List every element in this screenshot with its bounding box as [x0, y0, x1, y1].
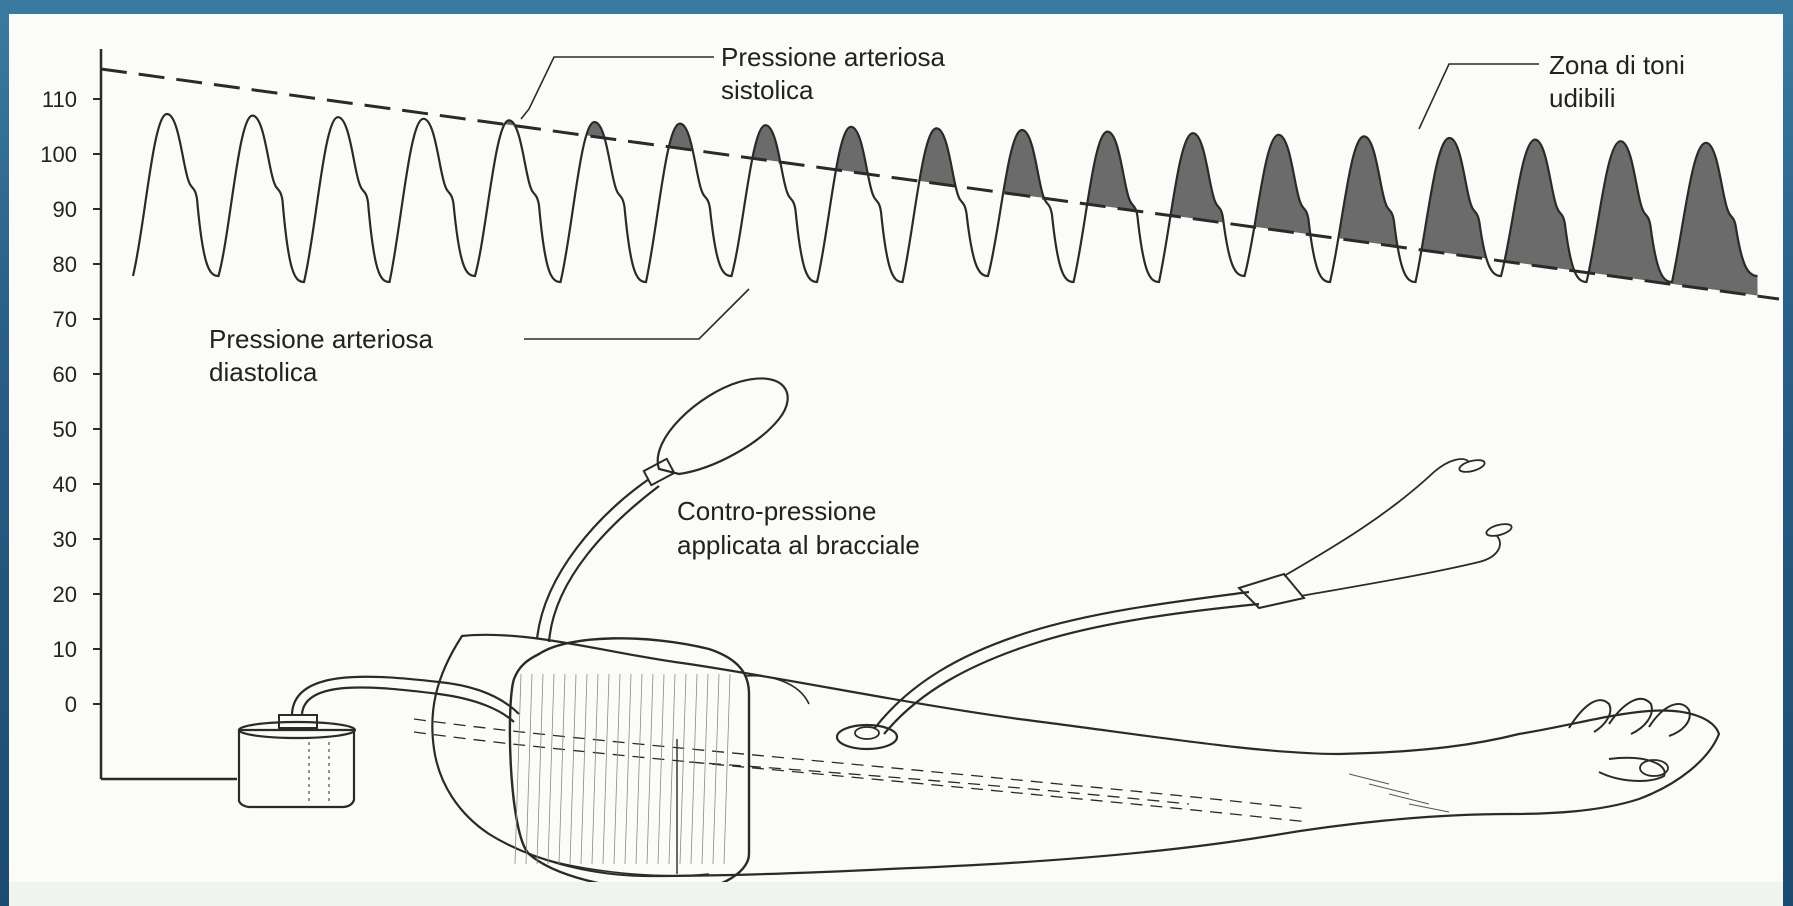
cuff-hatch-line — [658, 674, 664, 864]
cuff-hatch-line — [625, 674, 631, 864]
cuff-pressure-label: Contro-pressione — [677, 496, 876, 526]
cuff-hatch-line — [691, 674, 697, 864]
tick-label: 90 — [53, 197, 77, 222]
cuff-hatch-line — [702, 674, 708, 864]
systolic-label-line2: sistolica — [721, 75, 814, 105]
audible-zone-label: Zona di toni — [1549, 50, 1685, 80]
cuff-hatch-line — [570, 674, 576, 864]
page-edge — [9, 882, 1783, 906]
annotation-leaders — [521, 57, 1539, 339]
cuff-hatch-line — [614, 674, 620, 864]
tick-label: 80 — [53, 252, 77, 277]
tick-label: 50 — [53, 417, 77, 442]
tick-label: 20 — [53, 582, 77, 607]
tick-label: 70 — [53, 307, 77, 332]
arm-illustration — [414, 635, 1719, 876]
tick-label: 10 — [53, 637, 77, 662]
cuff-hatch-line — [559, 674, 565, 864]
pressure-scale-axis — [93, 49, 237, 779]
cuff-hatch-line — [592, 674, 598, 864]
cuff-hatch-line — [680, 674, 686, 864]
tick-label: 100 — [40, 142, 77, 167]
systolic-label: Pressione arteriosa — [721, 42, 946, 72]
cuff-hatch-line — [537, 674, 543, 864]
cuff-icon — [510, 638, 809, 892]
cuff-hatch-line — [636, 674, 642, 864]
cuff-hatch-line — [526, 674, 532, 864]
cuff-hatch-line — [581, 674, 587, 864]
manometer-icon — [239, 715, 355, 807]
cuff-hatch-line — [647, 674, 653, 864]
cuff-hatch-line — [713, 674, 719, 864]
cuff-pressure-label-line2: applicata al bracciale — [677, 530, 920, 560]
diastolic-label-line2: diastolica — [209, 357, 318, 387]
tick-label: 110 — [42, 87, 77, 112]
tick-label: 30 — [53, 527, 77, 552]
audible-zone-label-line2: udibili — [1549, 83, 1616, 113]
cuff-hatch-line — [669, 674, 675, 864]
stethoscope-icon — [837, 458, 1513, 749]
cuff-hatch-line — [724, 674, 730, 864]
tick-label: 40 — [53, 472, 77, 497]
cuff-hatch-line — [548, 674, 554, 864]
diastolic-label: Pressione arteriosa — [209, 324, 434, 354]
pressure-waveform — [133, 114, 1758, 314]
tick-label: 0 — [65, 692, 77, 717]
tick-label: 60 — [53, 362, 77, 387]
cuff-hatch-line — [603, 674, 609, 864]
